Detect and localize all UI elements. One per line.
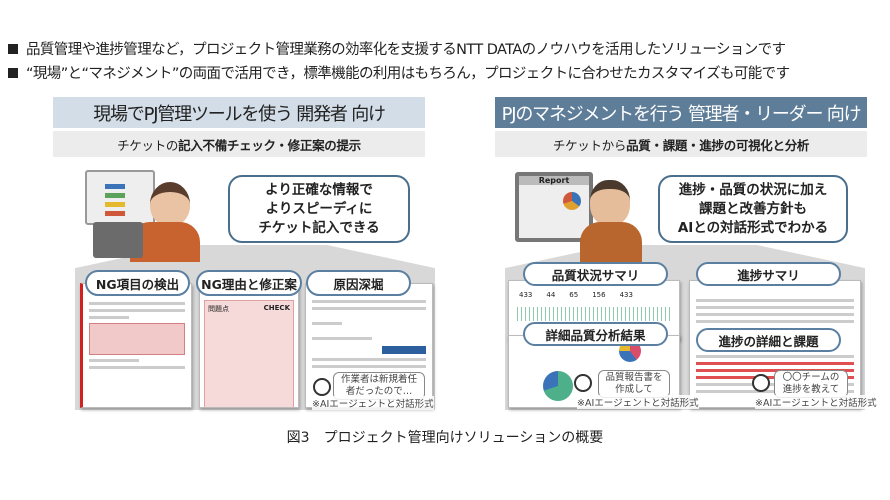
- manager-panel-subtitle: チケットから品質・課題・進捗の可視化と分析: [495, 131, 867, 157]
- card-label-ng-reason: NG理由と修正案: [196, 270, 302, 296]
- bubble-line: 進捗・品質の状況に加え: [678, 181, 828, 198]
- ai-agent-note: ※AIエージェントと対話形式: [577, 395, 699, 409]
- bullet-square-icon: [8, 43, 18, 54]
- card-label-quality-summary: 品質状況サマリ: [523, 262, 668, 286]
- card-label-detailed-quality: 詳細品質分析結果: [523, 322, 668, 346]
- quality-chat-bubble: 品質報告書を作成して: [598, 370, 670, 398]
- stat-value: 65: [569, 291, 579, 299]
- manager-person-head: [590, 180, 630, 226]
- developer-panel: 現場でPJ管理ツールを使う 開発者 向け チケットの記入不備チェック・修正案の提…: [53, 97, 425, 157]
- chat-line: 者だったので…: [345, 386, 413, 397]
- bullet-square-icon: [8, 67, 18, 78]
- developer-speech-bubble: より正確な情報でよりスピーディにチケット記入できる: [228, 175, 410, 243]
- chat-line: 品質報告書を: [605, 372, 663, 383]
- bullet-2: “現場”と“マネジメント”の両面で活用でき，標準機能の利用はもちろん，プロジェク…: [8, 62, 790, 83]
- manager-speech-bubble: 進捗・品質の状況に加え課題と改善方針も AIとの対話形式でわかる: [658, 175, 848, 243]
- developer-panel-subtitle: チケットの記入不備チェック・修正案の提示: [53, 131, 425, 157]
- bubble-line: より正確な情報で: [265, 181, 373, 198]
- ai-agent-note: ※AIエージェントと対話形式: [755, 395, 877, 409]
- subtitle-prefix: チケットの: [117, 137, 179, 153]
- stat-value: 433: [519, 291, 533, 299]
- ng-reason-screenshot: 問題点 CHECK: [199, 283, 299, 408]
- stat-value: 156: [592, 291, 606, 299]
- bullet-text: “現場”と“マネジメント”の両面で活用でき，標準機能の利用はもちろん，プロジェク…: [26, 66, 790, 82]
- card-label-root-cause: 原因深堀: [306, 270, 411, 296]
- monitor-report-label: Report: [519, 176, 589, 185]
- chat-line: 〇〇チームの: [782, 372, 840, 383]
- subtitle-prefix: チケットから: [552, 137, 627, 153]
- bubble-line: 課題と改善方針も: [699, 200, 807, 217]
- card-label-progress-details: 進捗の詳細と課題: [696, 328, 841, 352]
- developer-person-head: [150, 182, 190, 226]
- ai-agent-note: ※AIエージェントと対話形式: [312, 396, 434, 410]
- manager-panel-title: PJのマネジメントを行う 管理者・リーダー 向け: [495, 97, 867, 128]
- ai-agent-face-icon: [752, 374, 770, 392]
- card-label-progress-summary: 進捗サマリ: [696, 262, 841, 286]
- ai-agent-face-icon: [574, 374, 592, 392]
- chat-line: 作業者は新規着任: [340, 374, 417, 385]
- figure-caption: 図3 プロジェクト管理向けソリューションの概要: [286, 430, 604, 446]
- stat-value: 44: [546, 291, 556, 299]
- manager-person-body: [580, 222, 642, 262]
- app-window-illustration: [85, 170, 155, 225]
- ng-detection-screenshot: [80, 283, 192, 408]
- laptop-illustration: [93, 222, 143, 258]
- stat-value: 433: [619, 291, 633, 299]
- subtitle-bold: 記入不備チェック・修正案の提示: [178, 137, 361, 153]
- chat-line: 作成して: [615, 384, 653, 395]
- bubble-line: AIとの対話形式でわかる: [677, 219, 829, 236]
- card-header: 問題点: [208, 305, 229, 313]
- check-label: CHECK: [263, 304, 290, 312]
- bubble-line: チケット記入できる: [258, 219, 380, 236]
- manager-panel: PJのマネジメントを行う 管理者・リーダー 向け チケットから品質・課題・進捗の…: [495, 97, 867, 157]
- report-monitor-illustration: Report: [515, 172, 593, 242]
- bullet-1: 品質管理や進捗管理など，プロジェクト管理業務の効率化を支援するNTT DATAの…: [8, 38, 786, 59]
- ai-agent-face-icon: [313, 378, 331, 396]
- developer-panel-title: 現場でPJ管理ツールを使う 開発者 向け: [53, 97, 425, 128]
- chat-line: 進捗を教えて: [782, 384, 840, 395]
- progress-chat-bubble: 〇〇チームの進捗を教えて: [774, 370, 848, 398]
- bubble-line: よりスピーディに: [265, 200, 373, 217]
- subtitle-bold: 品質・課題・進捗の可視化と分析: [626, 137, 810, 153]
- card-label-ng-detection: NG項目の検出: [85, 270, 190, 296]
- pie-icon: [563, 192, 581, 210]
- bullet-text: 品質管理や進捗管理など，プロジェクト管理業務の効率化を支援するNTT DATAの…: [26, 42, 786, 58]
